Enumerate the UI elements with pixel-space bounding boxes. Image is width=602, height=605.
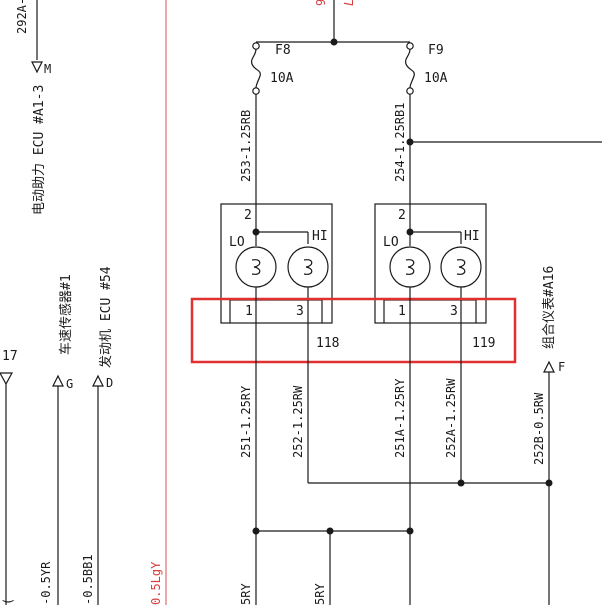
switch-119-pin-left: 1 [398, 304, 406, 319]
switch-119-hi: HI [464, 229, 480, 244]
junction-dot-251 [252, 527, 260, 535]
fuse-f8-rating: 10A [270, 71, 294, 86]
junction-dot-252a [457, 479, 465, 487]
switch-118-lo: LO [229, 235, 245, 250]
red-partial-top-label: 9 [314, 0, 328, 6]
pin-g-label: G [66, 377, 73, 391]
switch-119-pin-right: 3 [450, 304, 458, 319]
red-partial-l-label: L [342, 0, 356, 6]
eps-ecu-label: 电动助力 ECU #A1-3 [32, 85, 47, 215]
switch-119-pin-top: 2 [398, 208, 406, 223]
switch-118-hi: HI [312, 229, 328, 244]
red-partial-bottom-label: 0.5LgY [149, 561, 163, 605]
arrow-g-icon [52, 374, 64, 387]
switch-118: 2 LO HI 1 3 118 [220, 203, 339, 351]
pin-d-label: D [106, 376, 113, 390]
switch-118-id: 118 [316, 336, 339, 351]
ref-292a-label: 292A- [15, 0, 29, 34]
engine-ecu-label: 发动机 ECU #54 [98, 266, 114, 368]
switch-119-lo: LO [383, 235, 399, 250]
wire-252-label: 252-1.25RW [291, 385, 305, 458]
wire-254-label: 254-1.25RB1 [393, 103, 407, 182]
lower-wiring: 251-1.25RY 252-1.25RW 251A-1.25RY 252A-1… [239, 266, 565, 605]
wire-05yr-label: -0.5YR [39, 561, 53, 605]
wire-251-label: 251-1.25RY [239, 385, 253, 458]
fuse-f9-rating: 10A [424, 71, 448, 86]
fuse-f9-icon [405, 48, 415, 89]
speed-sensor-label: 车速传感器#1 [58, 274, 74, 355]
fuse-f9-label: F9 [428, 43, 444, 58]
arrow-f-icon [543, 360, 555, 373]
wire-252a-label: 252A-1.25RW [444, 378, 458, 458]
pin-f-label: F [558, 360, 565, 374]
switch-119: 2 LO HI 1 3 119 [374, 203, 495, 351]
bus-junction-dot [330, 38, 338, 46]
wire-253-label: 253-1.25RB [239, 110, 253, 182]
switch-118-pin-left: 1 [245, 304, 253, 319]
fuse-f8-label: F8 [275, 43, 291, 58]
fuse-f8-icon [251, 48, 261, 89]
junction-dot-254 [406, 138, 414, 146]
wire-251a-label: 251A-1.25RY [393, 378, 407, 458]
cluster-label: 组合仪表#A16 [542, 266, 557, 349]
red-partial-labels: 9 L 0.5LgY [149, 0, 356, 605]
num-17-label: 17 [2, 349, 18, 364]
arrow-17-icon [0, 372, 14, 386]
fuse-section: F8 10A F9 10A 253-1.25RB 254-1.25RB1 [239, 0, 602, 232]
arrow-d-icon [92, 374, 104, 387]
junction-dot-251a [406, 527, 414, 535]
wire-252b-label: 252B-0.5RW [532, 392, 546, 465]
switch-118-pin-top: 2 [244, 208, 252, 223]
wire-05bb1-label: -0.5BB1 [81, 554, 95, 605]
bottom-wire-right-label: 5RY [313, 583, 327, 605]
partial-wire-label: ( [1, 598, 15, 605]
arrow-m-icon [31, 61, 43, 74]
pin-m-label: M [44, 62, 51, 76]
bottom-wire-left-label: 5RY [239, 583, 253, 605]
left-panel: 292A- M 电动助力 ECU #A1-3 17 车速传感器#1 G 发动机 … [0, 0, 114, 605]
highlight-box [190, 297, 517, 364]
switch-118-pin-right: 3 [296, 304, 304, 319]
switch-119-id: 119 [472, 336, 495, 351]
